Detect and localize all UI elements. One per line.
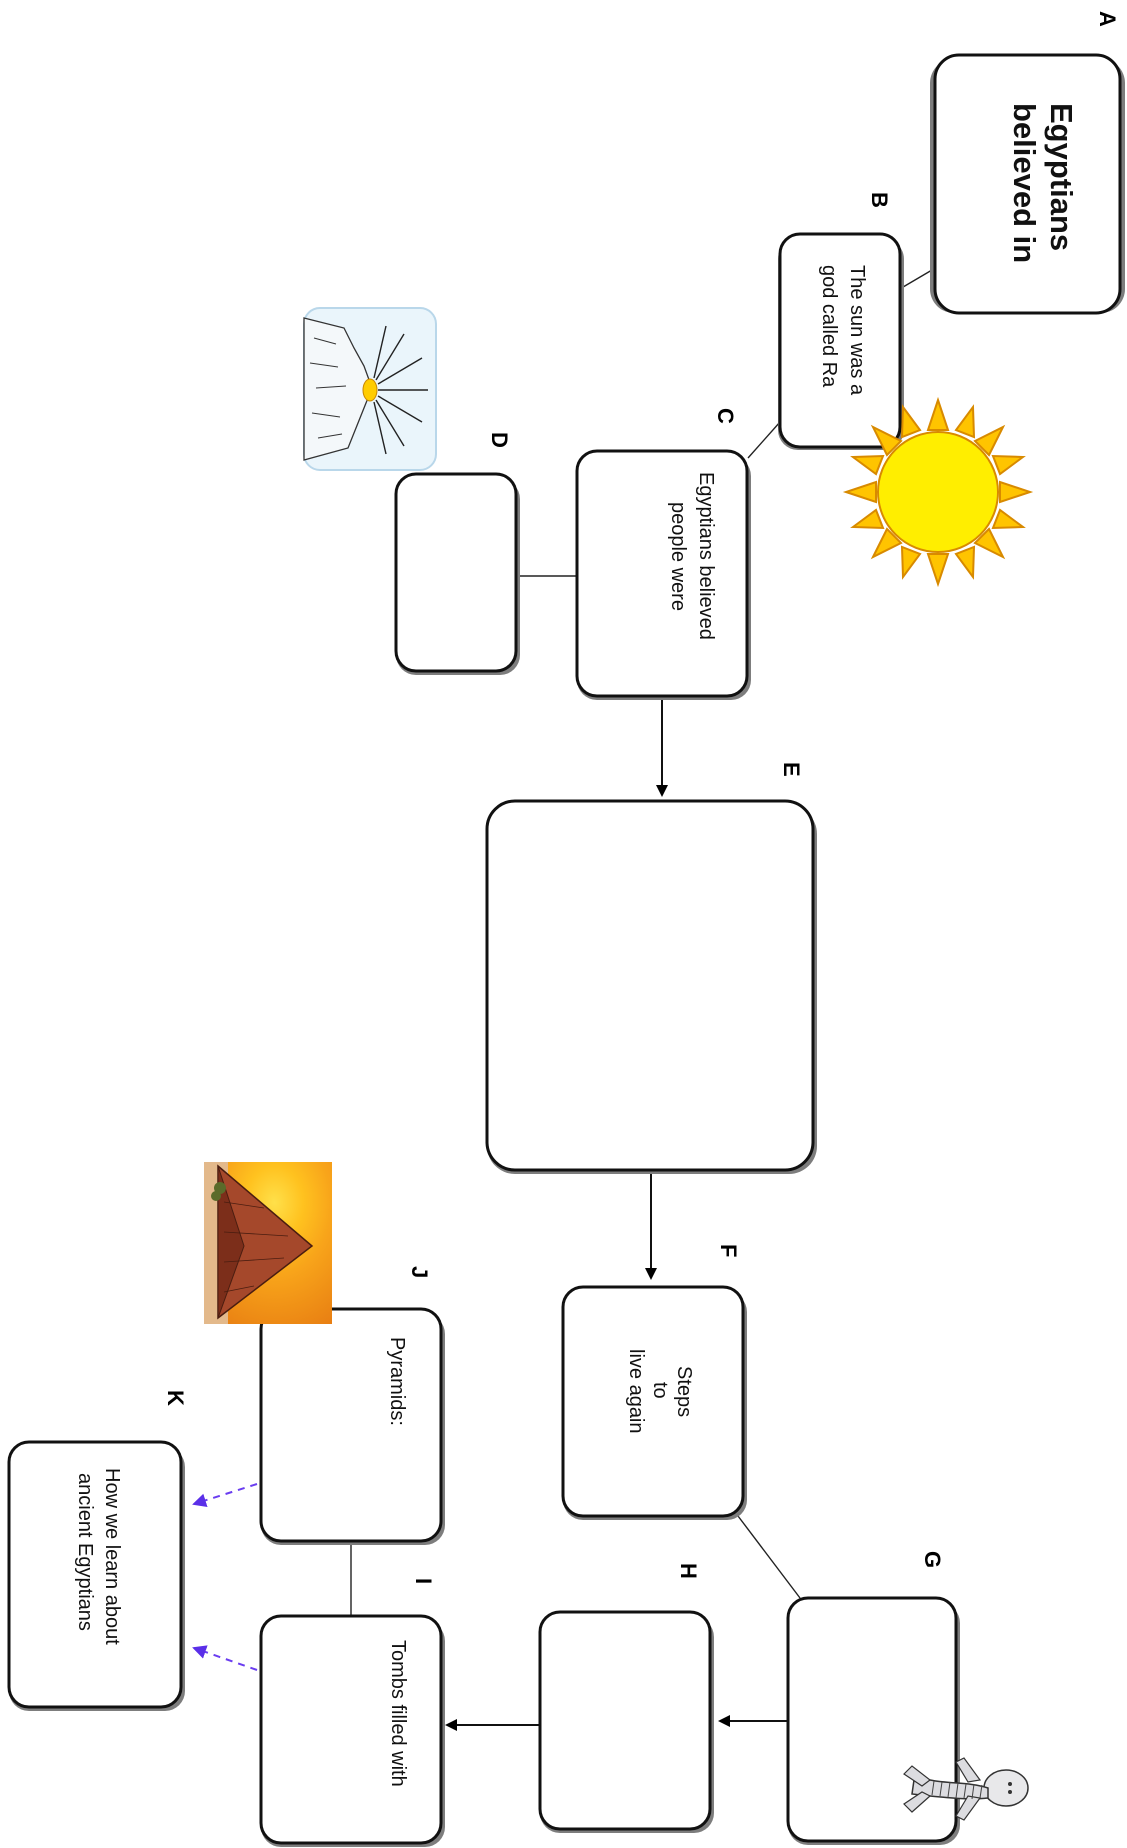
node-k: How we learn about ancient Egyptians K [7,1390,188,1711]
node-a-line-2: believed in [1007,103,1042,263]
node-f: Steps to live again F [561,1244,747,1520]
node-i: Tombs filled with I [259,1578,445,1847]
node-f-line-3: live again [625,1349,647,1434]
node-e: E [485,762,817,1174]
node-k-line-1: How we learn about [101,1468,123,1645]
edge-b-c [747,421,781,459]
sunrise-mountains-icon [303,307,437,471]
node-b-letter: B [867,192,892,208]
node-k-letter: K [163,1390,188,1406]
node-b-line-2: god called Ra [818,265,840,388]
node-g: G [786,1551,960,1845]
node-j: Pyramids: J [259,1266,445,1545]
node-h-letter: H [676,1563,701,1579]
node-i-letter: I [411,1578,436,1584]
edge-f-g [737,1515,801,1599]
node-g-letter: G [920,1551,945,1568]
node-c-line-1: Egyptians believed [695,472,717,640]
node-f-line-1: Steps [673,1366,695,1417]
node-d: D [394,432,520,675]
node-c-line-2: people were [667,502,689,611]
node-f-letter: F [716,1244,741,1257]
node-j-letter: J [407,1266,432,1278]
node-c-letter: C [713,408,738,424]
node-i-line-1: Tombs filled with [387,1640,409,1787]
node-h: H [538,1563,714,1833]
node-b-line-1: The sun was a [846,265,868,396]
sun-icon [842,396,1034,588]
node-c: Egyptians believed people were C [575,408,751,700]
node-e-letter: E [779,762,804,777]
node-k-line-2: ancient Egyptians [74,1473,96,1631]
node-a-letter: A [1095,11,1120,27]
node-j-line-1: Pyramids: [386,1337,408,1426]
node-f-line-2: to [649,1382,671,1399]
node-a-line-1: Egyptians [1044,103,1079,251]
edge-j-k [192,1483,258,1508]
node-d-letter: D [487,432,512,448]
mummy-icon [903,1757,1029,1821]
node-a: Egyptians believed in A [930,11,1125,315]
node-b: The sun was a god called Ra B [778,192,904,450]
pyramid-sunset-icon [204,1162,332,1324]
edge-i-k [192,1645,258,1671]
